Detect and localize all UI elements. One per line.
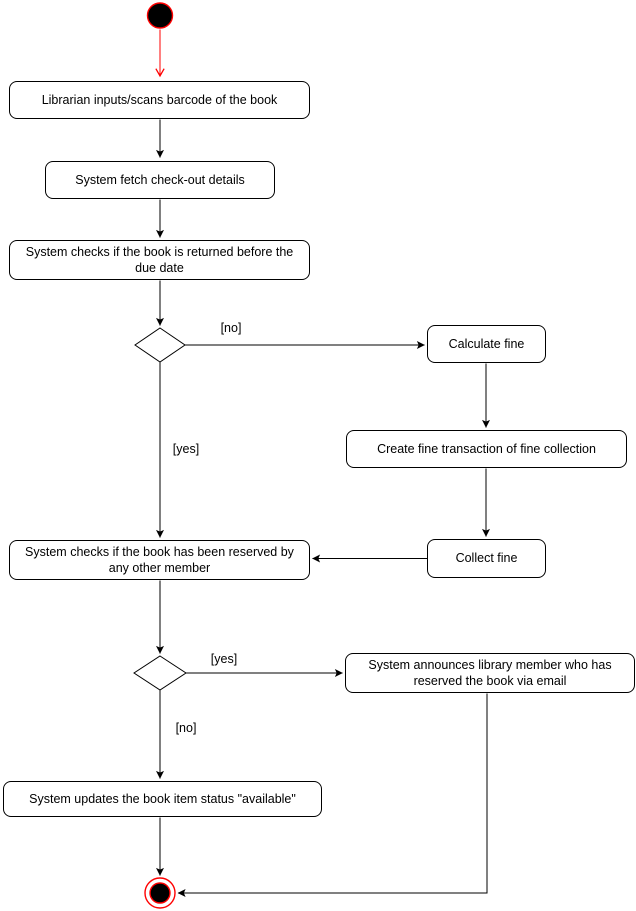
activity-create-fine-transaction: Create fine transaction of fine collecti…: [346, 430, 627, 468]
guard-label-due-date-no: [no]: [220, 321, 242, 335]
decision-due-date-diamond: [134, 327, 186, 363]
activity-fetch-checkout-details: System fetch check-out details: [45, 161, 275, 199]
guard-label-reserved-no: [no]: [175, 721, 197, 735]
guard-label-due-date-yes: [yes]: [172, 442, 200, 456]
decision-reserved-diamond: [133, 655, 187, 691]
edge-announce-to-end: [177, 693, 488, 897]
activity-update-status: System updates the book item status "ava…: [3, 781, 322, 817]
activity-announce-member: System announces library member who has …: [345, 653, 635, 693]
activity-check-due-date: System checks if the book is returned be…: [9, 240, 310, 280]
activity-scan-barcode: Librarian inputs/scans barcode of the bo…: [9, 81, 310, 119]
start-node: [146, 2, 174, 29]
activity-collect-fine: Collect fine: [427, 539, 546, 578]
activity-calculate-fine: Calculate fine: [427, 325, 546, 363]
activity-check-reservation: System checks if the book has been reser…: [9, 540, 310, 580]
guard-label-reserved-yes: [yes]: [210, 652, 238, 666]
end-node-inner-disc: [149, 882, 171, 904]
